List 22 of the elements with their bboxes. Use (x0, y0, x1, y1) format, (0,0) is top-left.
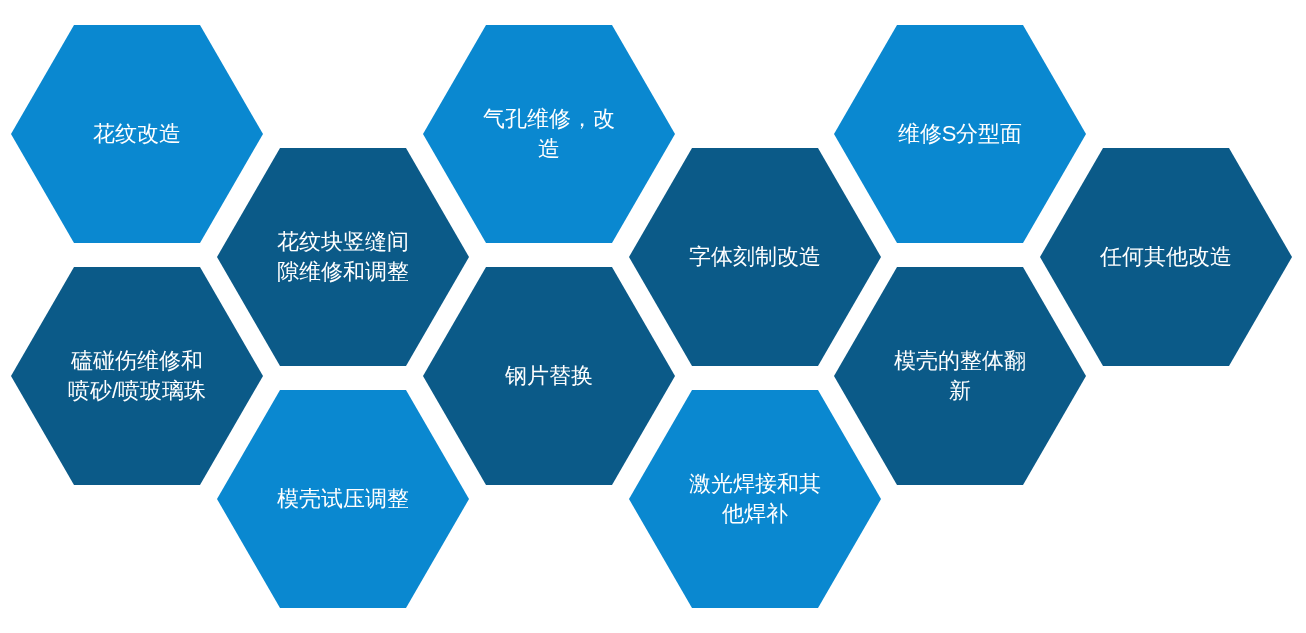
hexagon-label: 模壳的整体翻新 (893, 347, 1027, 405)
hexagon (217, 390, 469, 608)
hexagon-label: 花纹块竖缝间隙维修和调整 (276, 228, 410, 286)
hexagon (629, 148, 881, 366)
hexagon-label: 字体刻制改造 (688, 243, 822, 271)
hexagon-label: 气孔维修，改造 (482, 105, 616, 163)
hexagon-label: 激光焊接和其他焊补 (688, 470, 822, 528)
hexagon-label: 钢片替换 (504, 362, 594, 390)
hexagon (423, 25, 675, 243)
hexagon-label: 花纹改造 (92, 120, 182, 148)
hexagon (11, 267, 263, 485)
hexagon (1040, 148, 1292, 366)
hexagon-label: 模壳试压调整 (276, 485, 410, 513)
hexagon (423, 267, 675, 485)
hexagon-label: 维修S分型面 (896, 120, 1024, 148)
hexagon (834, 25, 1086, 243)
hexagon (834, 267, 1086, 485)
hexagon (217, 148, 469, 366)
hexagon-label: 磕碰伤维修和喷砂/喷玻璃珠 (66, 347, 208, 405)
hexagon (629, 390, 881, 608)
hexagon (11, 25, 263, 243)
hexagon-label: 任何其他改造 (1099, 243, 1233, 271)
